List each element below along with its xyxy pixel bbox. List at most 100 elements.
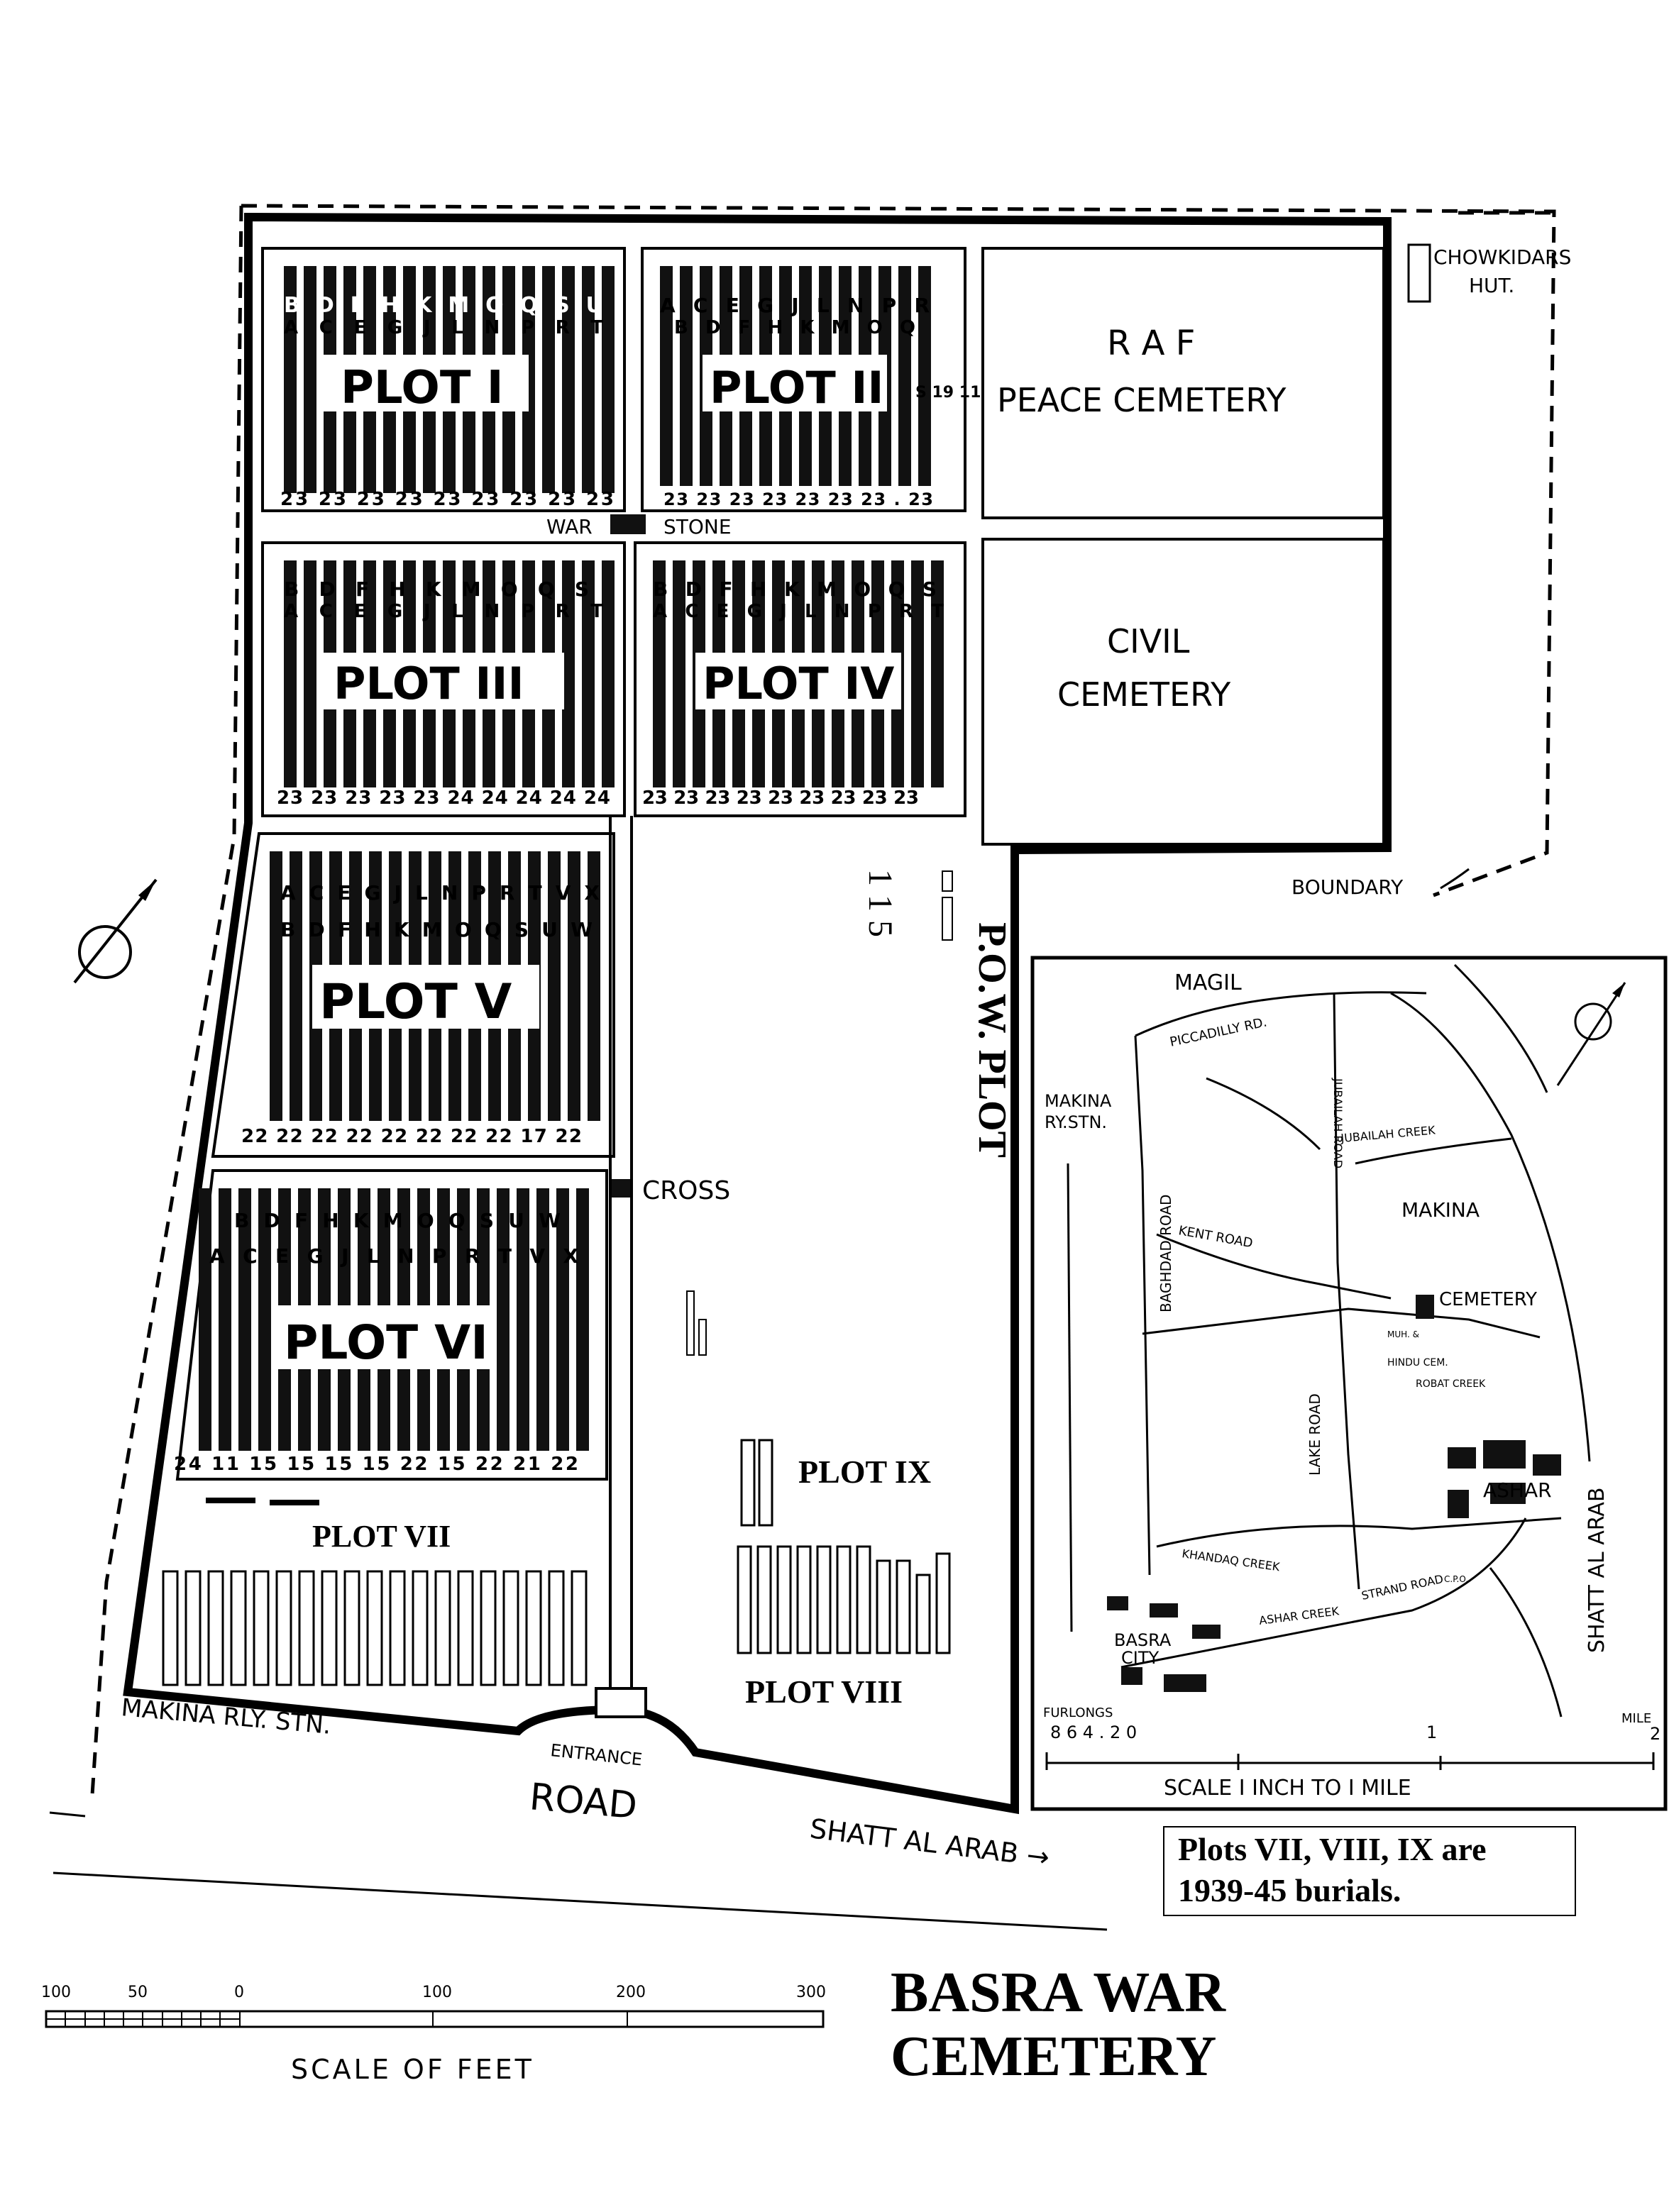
inset-ashar: ASHAR bbox=[1483, 1478, 1552, 1502]
plot-7-rows bbox=[162, 1570, 588, 1686]
note-line2: 1939-45 burials. bbox=[1178, 1872, 1401, 1908]
inset-cemetery: CEMETERY bbox=[1416, 1289, 1537, 1319]
raf-label-line1: R A F bbox=[1107, 323, 1195, 363]
plot-5-row-counts: 22 22 22 22 22 22 22 22 17 22 bbox=[241, 1126, 582, 1147]
plot-9: PLOT IX bbox=[740, 1439, 931, 1527]
inset-shatt: SHATT AL ARAB bbox=[1585, 1488, 1609, 1653]
note-box: Plots VII, VIII, IX are 1939-45 burials. bbox=[1163, 1826, 1576, 1916]
inset-hindu-2: HINDU CEM. bbox=[1387, 1357, 1448, 1368]
inset-north-arrow-icon bbox=[1556, 982, 1626, 1086]
plot-9-label: PLOT IX bbox=[798, 1454, 931, 1490]
cross-monument: CROSS bbox=[612, 1176, 730, 1205]
hut-label-line1: CHOWKIDARS bbox=[1433, 245, 1571, 269]
pow-plot-label: P.O.W. PLOT bbox=[970, 922, 1014, 1158]
plot-2-label: PLOT II bbox=[710, 362, 883, 414]
plot-3-row-counts: 23 23 23 23 23 24 24 24 24 24 bbox=[277, 787, 610, 809]
plot-3-letters-bottom: A C E G J L N P R T bbox=[284, 601, 603, 622]
pow-plot-counts: 1 1 5 bbox=[861, 869, 899, 937]
inset-ashar-blocks bbox=[1107, 1440, 1561, 1692]
plot-3: PLOT III B D F H K M O Q S A C E G J L N… bbox=[261, 541, 626, 817]
scale-tick-0: 0 bbox=[234, 1984, 244, 2001]
stone-label: STONE bbox=[663, 515, 732, 538]
raf-label-line2: PEACE CEMETERY bbox=[997, 381, 1287, 419]
plot-1: PLOT I B D F H K M O Q S U A C E G J L N… bbox=[261, 247, 626, 512]
scale-of-feet: 100 50 0 100 200 300 SCALE OF FEET bbox=[41, 1984, 826, 2085]
scale-label: SCALE OF FEET bbox=[291, 2054, 534, 2085]
plot-5-label: PLOT V bbox=[319, 974, 512, 1030]
plot-2-side-counts: S 19 11 bbox=[915, 384, 981, 402]
plot-5-bars bbox=[270, 851, 600, 1121]
map-title: BASRA WAR CEMETERY bbox=[891, 1962, 1226, 2088]
inset-scale-two: 2 bbox=[1650, 1724, 1660, 1744]
hut-label-line2: HUT. bbox=[1469, 274, 1514, 297]
plot-6-label: PLOT VI bbox=[284, 1315, 488, 1370]
inset-scale-label: SCALE I INCH TO I MILE bbox=[1164, 1776, 1411, 1801]
plot-4-label: PLOT IV bbox=[703, 658, 894, 709]
inset-mile: MILE bbox=[1621, 1711, 1651, 1726]
inset-scale-one: 1 bbox=[1426, 1722, 1437, 1742]
plot-3-letters-top: B D F H K M O Q S bbox=[284, 577, 589, 601]
inset-basra-2: CITY bbox=[1121, 1648, 1159, 1668]
inset-cpo: C.P.O. bbox=[1444, 1574, 1468, 1584]
war-stone: WAR STONE bbox=[546, 514, 732, 538]
boundary-leader bbox=[1440, 868, 1470, 890]
road-label: ROAD bbox=[528, 1776, 639, 1827]
plot-7-dash bbox=[206, 1498, 319, 1505]
inset-lake-road: LAKE ROAD bbox=[1306, 1393, 1323, 1476]
plot-4-row-counts: 23 23 23 23 23 23 23 23 23 bbox=[642, 787, 919, 809]
inset-basra-1: BASRA bbox=[1114, 1630, 1172, 1650]
inset-makina: MAKINA bbox=[1401, 1198, 1480, 1222]
plot-7: PLOT VII bbox=[162, 1498, 588, 1686]
plot-6-letters-top: B D F H K M O Q S U W bbox=[234, 1209, 561, 1232]
dashed-boundary bbox=[90, 204, 1556, 1796]
inset-scale-ticks: 8 6 4 . 2 0 bbox=[1050, 1722, 1137, 1742]
inset-makina-stn-2: RY.STN. bbox=[1045, 1112, 1107, 1132]
plot-2: PLOT II A C E G J L N P R B D F H K M O … bbox=[641, 247, 981, 512]
plot-8-label: PLOT VIII bbox=[745, 1674, 903, 1710]
scale-tick-100-left: 100 bbox=[41, 1984, 71, 2001]
plot-4: PLOT IV B D F H K M O Q S A C E G J L N … bbox=[634, 541, 966, 817]
inset-baghdad-road: BAGHDAD ROAD bbox=[1157, 1195, 1174, 1312]
plot-7-label: PLOT VII bbox=[312, 1519, 451, 1554]
boundary-label: BOUNDARY bbox=[1291, 875, 1404, 899]
plot-4-letters-top: B D F H K M O Q S bbox=[653, 577, 937, 601]
inset-cemetery-label: CEMETERY bbox=[1439, 1289, 1537, 1310]
entrance-label: ENTRANCE bbox=[549, 1740, 643, 1769]
scale-tick-50: 50 bbox=[128, 1984, 148, 2001]
war-label: WAR bbox=[546, 515, 593, 538]
north-arrow-icon bbox=[73, 878, 158, 984]
raf-peace-cemetery: R A F PEACE CEMETERY bbox=[981, 247, 1385, 519]
grave-markers bbox=[686, 1290, 707, 1356]
civil-label-line2: CEMETERY bbox=[1057, 675, 1231, 714]
inset-robat-creek: ROBAT CREEK bbox=[1416, 1378, 1486, 1390]
inset-jubailah-road: JUBAILAH ROAD bbox=[1331, 1078, 1345, 1168]
civil-cemetery: CIVIL CEMETERY bbox=[981, 538, 1385, 846]
plot-1-letters-top: B D F H K M O Q S U bbox=[284, 293, 603, 318]
plot-5: PLOT V A C E G J L N P R T V X B D F H K… bbox=[211, 832, 615, 1158]
plot-8: PLOT VIII bbox=[737, 1545, 951, 1710]
road-lines bbox=[49, 1811, 1108, 1931]
inset-hindu-1: MUH. & bbox=[1387, 1329, 1419, 1339]
inset-furlongs: FURLONGS bbox=[1043, 1705, 1113, 1720]
title-line1: BASRA WAR bbox=[891, 1962, 1226, 2024]
cross-label: CROSS bbox=[642, 1176, 730, 1205]
plot-3-label: PLOT III bbox=[334, 658, 524, 709]
inset-makina-stn-1: MAKINA bbox=[1045, 1091, 1112, 1111]
inset-magil: MAGIL bbox=[1174, 970, 1242, 995]
scale-tick-100: 100 bbox=[422, 1984, 452, 2001]
title-line2: CEMETERY bbox=[891, 2025, 1216, 2088]
plot-1-letters-bottom: A C E G J L N P R T bbox=[284, 317, 603, 338]
plot-8-rows bbox=[737, 1545, 951, 1654]
plot-6-bars bbox=[199, 1188, 589, 1451]
chowkidars-hut: CHOWKIDARS HUT. bbox=[1407, 243, 1571, 303]
scale-tick-200: 200 bbox=[616, 1984, 646, 2001]
civil-label-line1: CIVIL bbox=[1107, 622, 1190, 660]
plot-4-letters-bottom: A C E G J L N P R T bbox=[653, 601, 944, 622]
inset-roads bbox=[1067, 963, 1591, 1718]
entrance-gate bbox=[595, 1687, 647, 1718]
plot-1-label: PLOT I bbox=[341, 362, 504, 414]
plot-6: PLOT VI B D F H K M O Q S U W A C E G J … bbox=[174, 1169, 608, 1481]
inset-scale-bar bbox=[1045, 1752, 1655, 1770]
note-line1: Plots VII, VIII, IX are bbox=[1178, 1831, 1487, 1867]
plot-2-letters-top: A C E G J L N P R bbox=[660, 294, 930, 317]
